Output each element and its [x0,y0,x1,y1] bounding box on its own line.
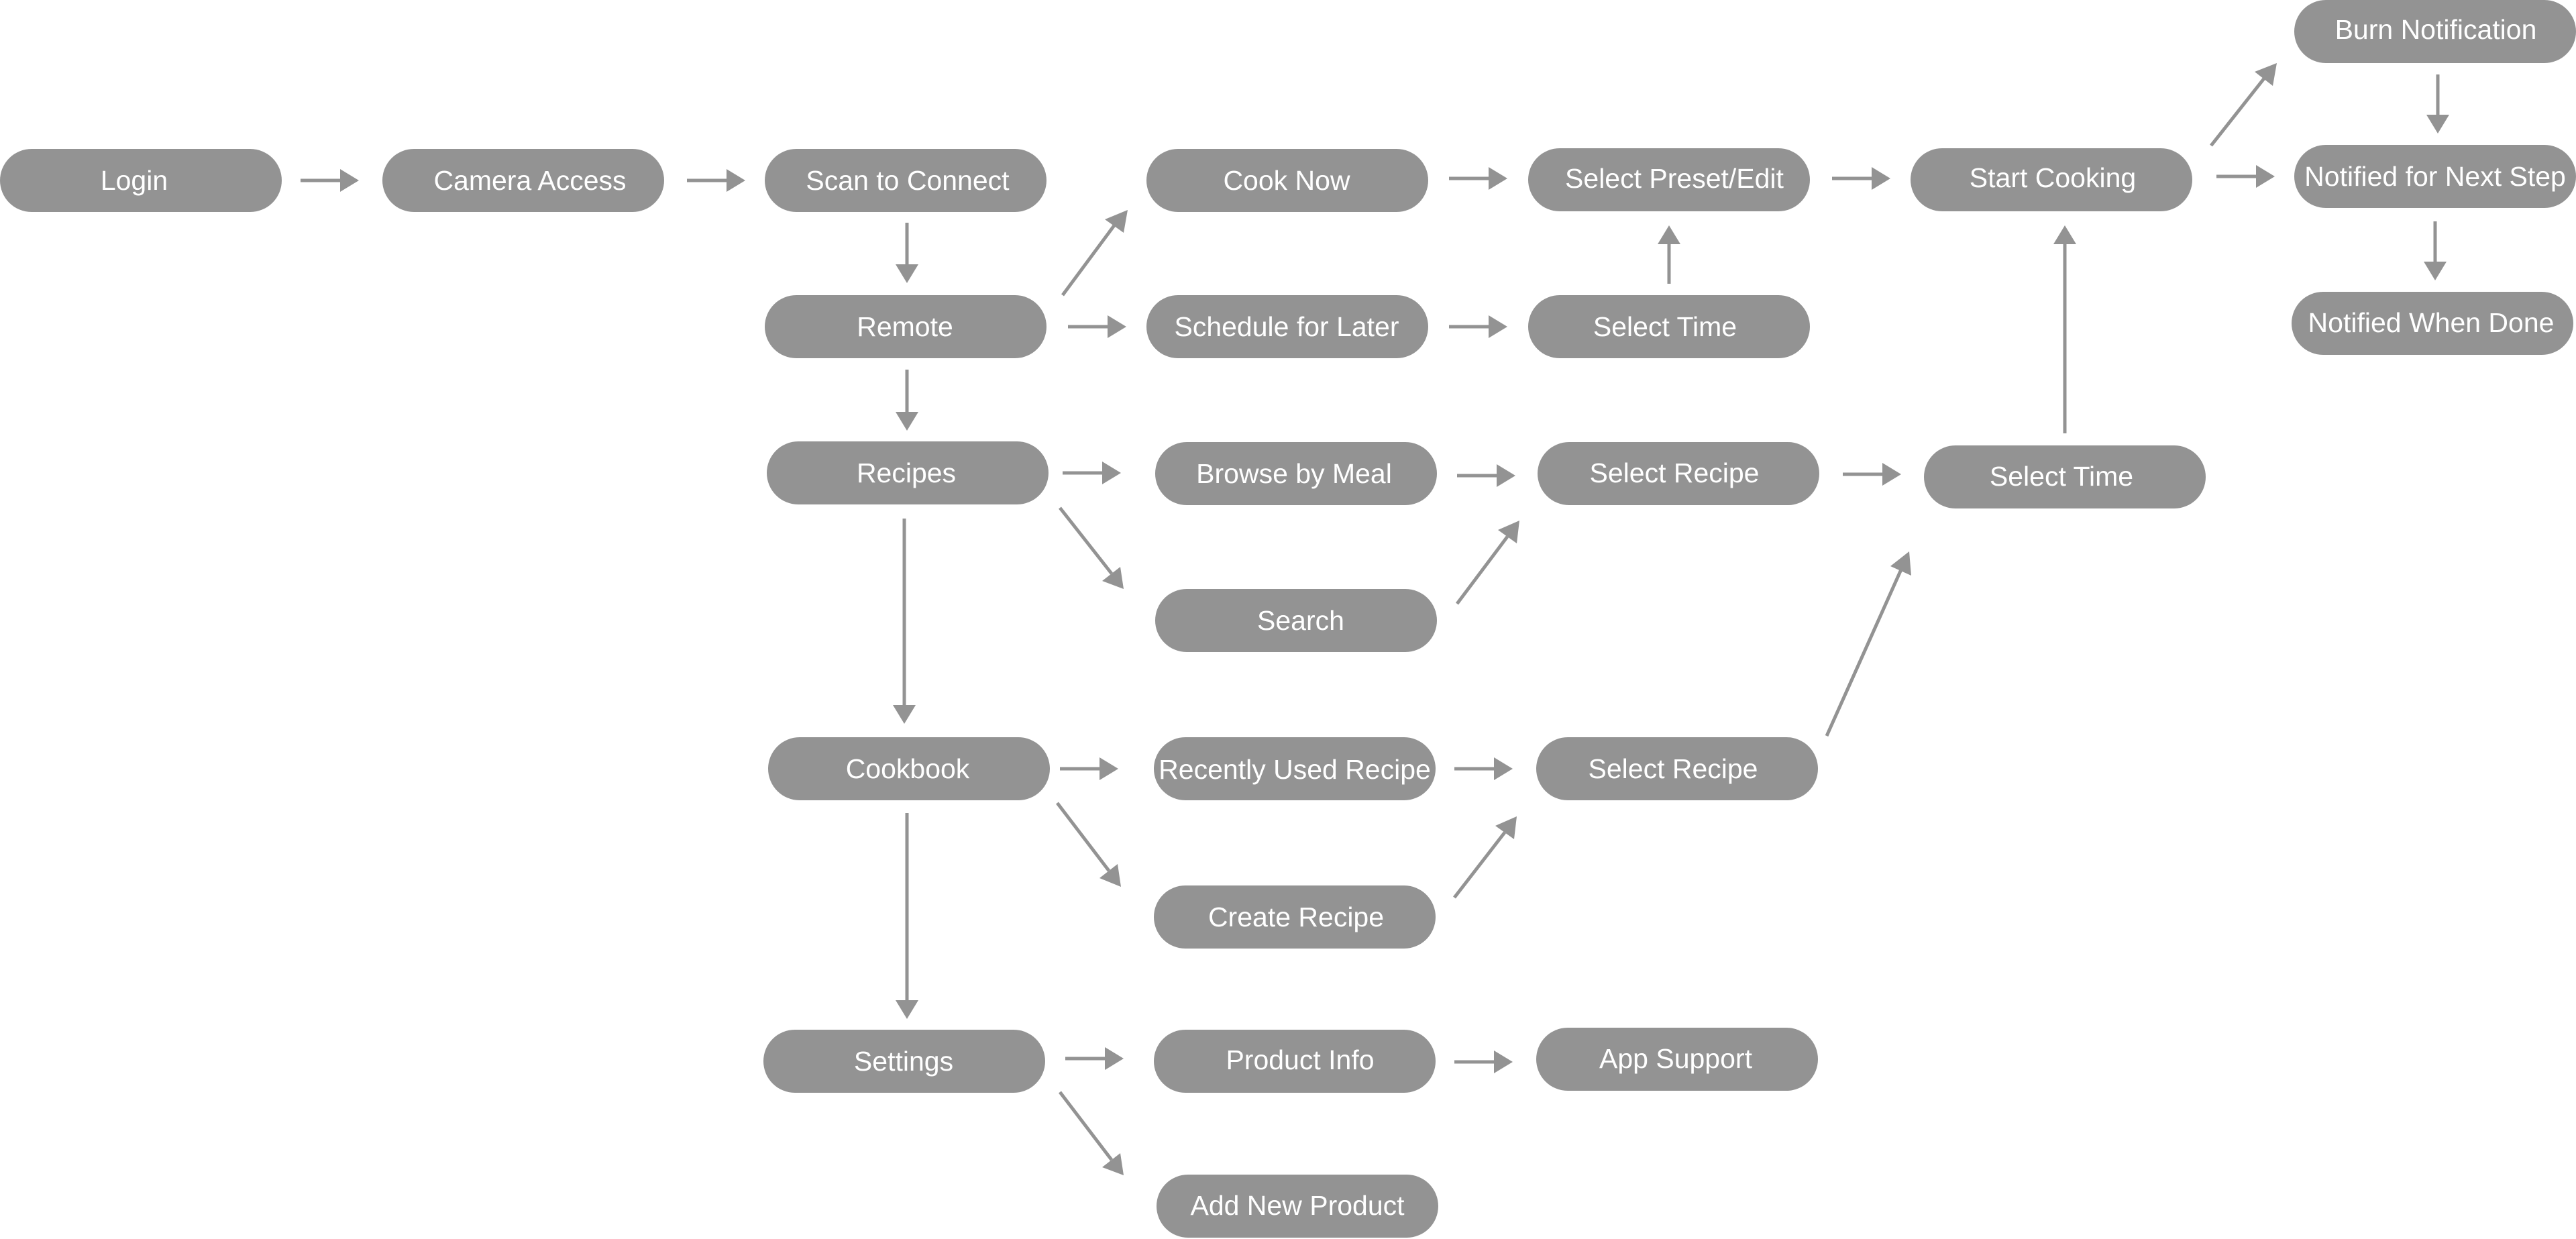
arrow-browse-by-meal-to-select-recipe [1457,464,1515,487]
arrow-scan-to-connect-to-remote [896,223,918,283]
arrow-recently-used-recipe-to-select-recipe [1454,757,1513,780]
node-label: Select Preset/Edit [1565,163,1784,194]
node-label: Recipes [857,457,956,488]
node-notified-when-done: Notified When Done [2292,292,2573,355]
node-add-new-product: Add New Product [1157,1175,1438,1238]
node-label: Create Recipe [1208,902,1384,932]
node-camera-access: Camera Access [382,149,664,212]
node-label: Select Recipe [1590,457,1760,488]
node-label: App Support [1599,1043,1753,1074]
node-label: Cook Now [1223,165,1350,196]
node-browse-by-meal: Browse by Meal [1155,442,1437,505]
node-recipes: Recipes [767,441,1049,504]
node-label: Cookbook [846,753,970,784]
node-start-cooking: Start Cooking [1911,148,2192,211]
node-burn-notification: Burn Notification [2294,0,2576,63]
node-select-recipe-browse: Select Recipe [1538,442,1819,505]
node-label: Start Cooking [1970,162,2136,193]
node-notified-next-step: Notified for Next Step [2294,145,2576,208]
arrow-notified-next-step-to-notified-when-done [2424,221,2447,280]
node-schedule-for-later: Schedule for Later [1146,295,1428,358]
node-scan-to-connect: Scan to Connect [765,149,1046,212]
arrow-select-recipe-to-select-time [1843,463,1901,486]
arrow-recipes-to-browse-by-meal [1063,462,1121,484]
arrow-remote-to-recipes [896,370,918,431]
node-label: Notified When Done [2308,307,2555,338]
node-search: Search [1155,589,1437,652]
arrow-cookbook-to-recently-used-recipe [1060,757,1118,780]
node-label: Recently Used Recipe [1159,754,1431,785]
arrow-select-time-to-start-cooking [2053,225,2076,433]
node-create-recipe: Create Recipe [1154,885,1436,949]
node-label: Scan to Connect [806,165,1010,196]
arrow-camera-access-to-scan-to-connect [687,169,745,192]
node-select-preset-edit: Select Preset/Edit [1528,148,1810,211]
node-cookbook: Cookbook [768,737,1050,800]
arrow-product-info-to-app-support [1454,1051,1513,1073]
node-label: Burn Notification [2335,14,2537,45]
node-label: Select Time [1593,311,1737,342]
arrow-select-time-to-select-preset-edit [1658,225,1680,284]
node-label: Search [1257,605,1344,636]
arrow-start-cooking-to-burn-notification [2210,63,2277,147]
node-remote: Remote [765,295,1046,358]
node-select-recipe-cookbook: Select Recipe [1536,737,1818,800]
node-label: Remote [857,311,953,342]
arrow-remote-to-schedule-for-later [1068,315,1126,338]
node-select-time-recipe: Select Time [1924,445,2206,508]
arrow-search-to-select-recipe [1456,521,1519,605]
node-label: Camera Access [433,165,626,196]
node-product-info: Product Info [1154,1030,1436,1093]
node-label: Notified for Next Step [2304,161,2566,192]
node-label: Select Recipe [1589,753,1758,784]
node-label: Select Time [1990,461,2133,492]
arrow-create-recipe-to-select-recipe [1453,816,1517,899]
arrow-select-preset-edit-to-start-cooking [1832,167,1890,190]
arrow-settings-to-add-new-product [1059,1091,1124,1175]
node-app-support: App Support [1536,1028,1818,1091]
arrow-schedule-for-later-to-select-time [1449,315,1507,338]
node-label: Add New Product [1190,1190,1405,1221]
node-label: Product Info [1226,1044,1374,1075]
arrow-remote-to-cook-now [1061,210,1128,297]
node-login: Login [0,149,282,212]
arrow-settings-to-product-info [1065,1047,1124,1070]
node-label: Login [101,165,168,196]
arrow-cook-now-to-select-preset-edit [1449,167,1507,190]
node-label: Browse by Meal [1196,458,1392,489]
arrow-recipes-to-cookbook [893,519,916,724]
arrow-cookbook-to-settings [896,813,918,1019]
node-recently-used-recipe: Recently Used Recipe [1154,737,1436,800]
node-cook-now: Cook Now [1146,149,1428,212]
node-label: Schedule for Later [1174,311,1399,342]
arrow-login-to-camera-access [301,169,359,192]
arrow-start-cooking-to-notified-next-step [2216,165,2275,188]
node-select-time-schedule: Select Time [1528,295,1810,358]
arrow-select-recipe-to-select-time-diagonal [1825,551,1911,737]
node-settings: Settings [763,1030,1045,1093]
node-label: Settings [854,1046,953,1077]
arrow-cookbook-to-create-recipe [1056,802,1121,887]
arrow-burn-notification-to-notified-next-step [2426,74,2449,133]
arrow-recipes-to-search [1059,506,1124,589]
